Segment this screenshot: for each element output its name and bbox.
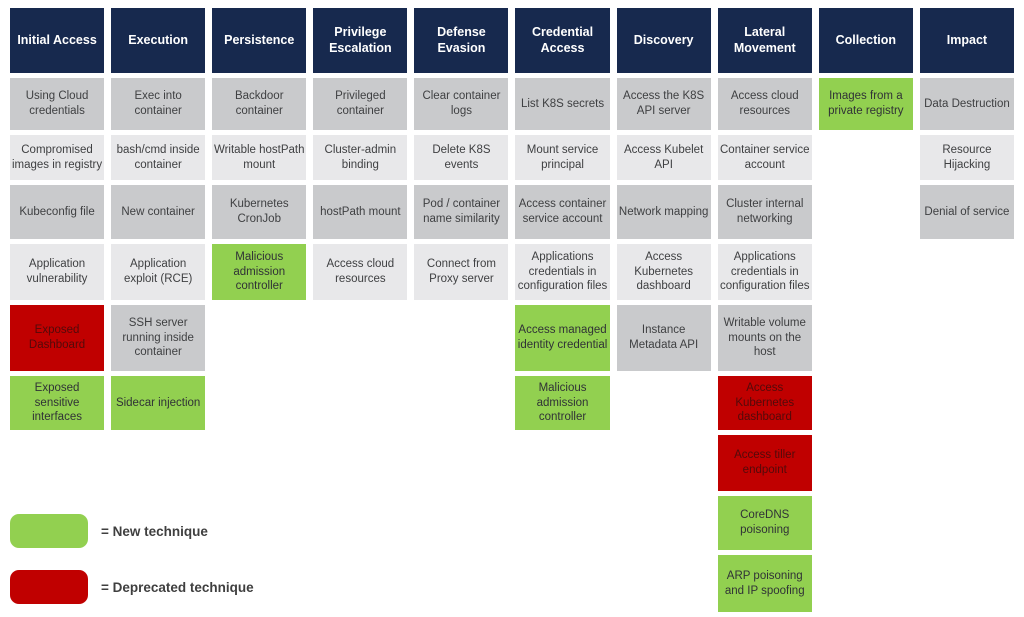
column-header: Initial Access — [10, 8, 105, 73]
technique-cell: Writable hostPath mount — [212, 135, 307, 180]
technique-cell: Access Kubelet API — [616, 135, 711, 180]
technique-cell: Compromised images in registry — [10, 135, 105, 180]
technique-cell: bash/cmd inside container — [111, 135, 206, 180]
technique-cell: Application exploit (RCE) — [111, 244, 206, 300]
column-header: Credential Access — [515, 8, 610, 73]
technique-cell: Exposed Dashboard — [10, 305, 105, 371]
column-header: Impact — [919, 8, 1014, 73]
technique-cell: SSH server running inside container — [111, 305, 206, 371]
technique-cell: Instance Metadata API — [616, 305, 711, 371]
technique-cell: Access Kubernetes dashboard — [616, 244, 711, 300]
column-header: Defense Evasion — [414, 8, 509, 73]
technique-cell: Access managed identity credential — [515, 305, 610, 371]
technique-cell: Container service account — [717, 135, 812, 180]
technique-cell: Exec into container — [111, 78, 206, 130]
technique-cell: ARP poisoning and IP spoofing — [717, 555, 812, 612]
technique-cell: CoreDNS poisoning — [717, 496, 812, 550]
technique-cell: Exposed sensitive interfaces — [10, 376, 105, 430]
deprecated-technique-swatch — [10, 570, 88, 604]
column-header: Discovery — [616, 8, 711, 73]
technique-cell: Denial of service — [919, 185, 1014, 239]
technique-cell: Clear container logs — [414, 78, 509, 130]
technique-cell: Access container service account — [515, 185, 610, 239]
technique-cell: Application vulnerability — [10, 244, 105, 300]
technique-cell: hostPath mount — [313, 185, 408, 239]
technique-cell: Access tiller endpoint — [717, 435, 812, 491]
technique-cell: Network mapping — [616, 185, 711, 239]
column-header: Collection — [818, 8, 913, 73]
technique-cell: Backdoor container — [212, 78, 307, 130]
technique-cell: Images from a private registry — [818, 78, 913, 130]
technique-cell: Mount service principal — [515, 135, 610, 180]
column-header: Persistence — [212, 8, 307, 73]
technique-cell: Writable volume mounts on the host — [717, 305, 812, 371]
legend-label-deprecated: = Deprecated technique — [101, 579, 254, 595]
technique-cell: Sidecar injection — [111, 376, 206, 430]
technique-cell: Pod / container name similarity — [414, 185, 509, 239]
technique-cell: Access the K8S API server — [616, 78, 711, 130]
technique-cell: Malicious admission controller — [212, 244, 307, 300]
technique-cell: Privileged container — [313, 78, 408, 130]
technique-cell: Malicious admission controller — [515, 376, 610, 430]
technique-cell: Applications credentials in configuratio… — [717, 244, 812, 300]
column-header: Lateral Movement — [717, 8, 812, 73]
technique-cell: Resource Hijacking — [919, 135, 1014, 180]
technique-cell: Delete K8S events — [414, 135, 509, 180]
legend: = New technique = Deprecated technique — [10, 514, 254, 617]
legend-item-deprecated: = Deprecated technique — [10, 570, 254, 604]
technique-cell: Access Kubernetes dashboard — [717, 376, 812, 430]
legend-item-new: = New technique — [10, 514, 254, 548]
technique-cell: Kubernetes CronJob — [212, 185, 307, 239]
technique-cell: Applications credentials in configuratio… — [515, 244, 610, 300]
technique-cell: Using Cloud credentials — [10, 78, 105, 130]
new-technique-swatch — [10, 514, 88, 548]
technique-cell: Access cloud resources — [717, 78, 812, 130]
technique-cell: Cluster-admin binding — [313, 135, 408, 180]
column-header: Execution — [111, 8, 206, 73]
technique-cell: Connect from Proxy server — [414, 244, 509, 300]
technique-cell: Access cloud resources — [313, 244, 408, 300]
column-header: Privilege Escalation — [313, 8, 408, 73]
technique-cell: Kubeconfig file — [10, 185, 105, 239]
technique-cell: New container — [111, 185, 206, 239]
technique-cell: Cluster internal networking — [717, 185, 812, 239]
technique-cell: List K8S secrets — [515, 78, 610, 130]
technique-cell: Data Destruction — [919, 78, 1014, 130]
legend-label-new: = New technique — [101, 523, 208, 539]
